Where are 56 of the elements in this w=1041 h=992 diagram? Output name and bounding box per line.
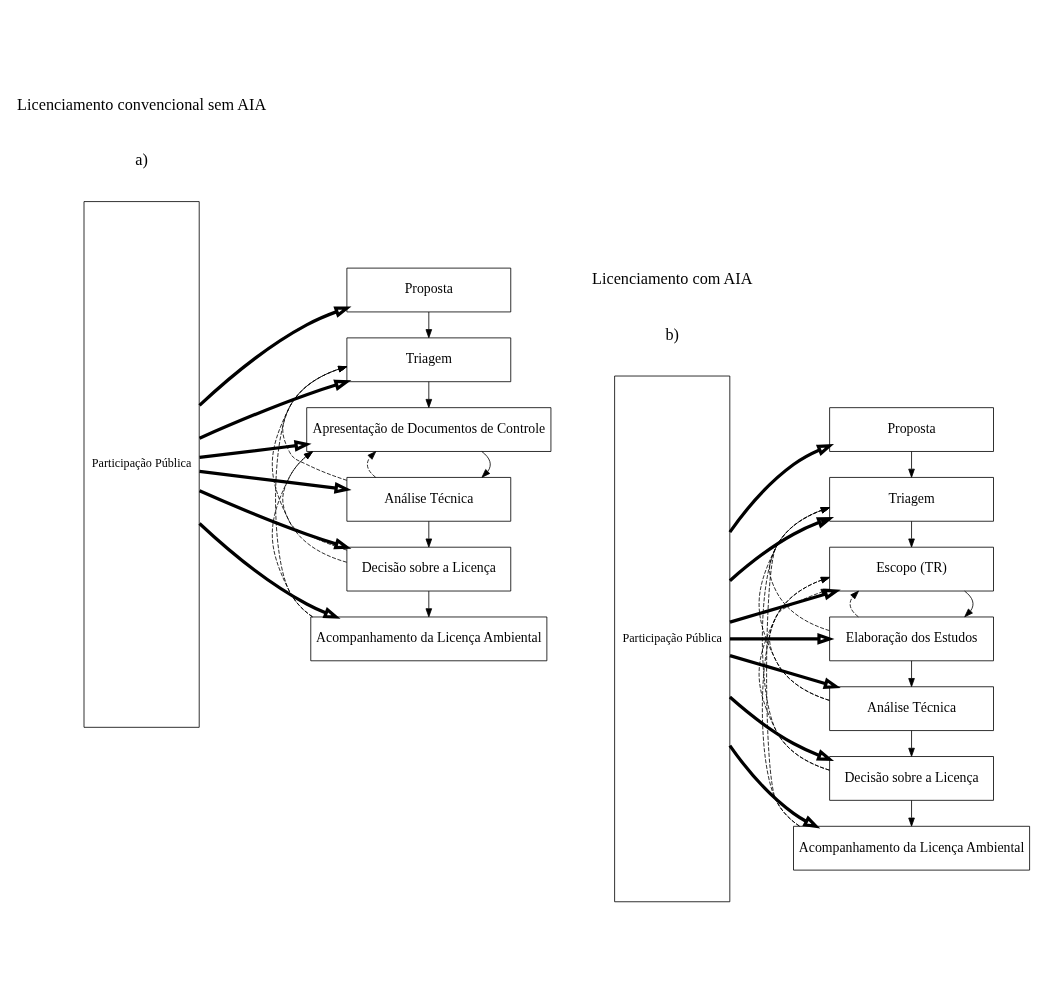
- node-box: Participação Pública: [614, 375, 731, 902]
- arrow: [425, 380, 433, 408]
- node-box: Apresentação de Documentos de Controle: [306, 406, 552, 452]
- arrow: [481, 450, 491, 478]
- arrow: [766, 506, 830, 827]
- node-box: Acompanhamento da Licença Ambiental: [793, 825, 1030, 870]
- arrow: [758, 506, 830, 701]
- arrow: [282, 450, 348, 551]
- node-box: Decisão sobre a Licença: [829, 755, 994, 801]
- arrow: [728, 695, 835, 761]
- node-box: Proposta: [829, 406, 994, 452]
- node-box: Escopo (TR): [829, 546, 994, 591]
- arrow: [198, 521, 341, 619]
- arrow: [758, 576, 830, 771]
- arrow: [729, 588, 841, 624]
- arrow: [198, 379, 352, 440]
- arrow: [275, 365, 348, 617]
- arrow: [729, 653, 841, 689]
- arrow: [366, 450, 377, 478]
- node-box: Análise Técnica: [346, 476, 512, 522]
- node-box: Análise Técnica: [829, 685, 994, 731]
- arrow: [198, 306, 352, 407]
- arrow: [425, 520, 433, 547]
- arrow: [908, 799, 915, 827]
- arrow: [908, 729, 915, 757]
- arrow: [849, 590, 859, 617]
- arrow: [728, 744, 821, 828]
- node-box: Triagem: [346, 337, 512, 382]
- arrow: [728, 516, 835, 582]
- arrow: [728, 443, 835, 533]
- node-box: Participação Pública: [83, 200, 200, 728]
- arrow: [908, 450, 915, 478]
- arrow: [271, 365, 348, 563]
- arrow: [282, 365, 348, 481]
- arrow: [199, 439, 312, 459]
- arrow: [964, 590, 974, 617]
- node-box: Triagem: [829, 476, 994, 522]
- arrow: [769, 588, 830, 701]
- node-box: Elaboração dos Estudos: [829, 616, 994, 661]
- arrow: [271, 450, 313, 617]
- label: Licenciamento convencional sem AIA: [17, 95, 267, 114]
- arrow: [729, 632, 835, 645]
- arrow: [908, 520, 915, 547]
- arrow: [199, 469, 352, 494]
- arrow: [908, 659, 915, 687]
- node-box: Decisão sobre a Licença: [346, 546, 512, 591]
- label: a): [135, 150, 148, 169]
- label: Licenciamento com AIA: [592, 269, 753, 288]
- arrow: [198, 488, 352, 549]
- arrow: [425, 590, 433, 617]
- arrow: [425, 311, 433, 338]
- arrow: [761, 576, 830, 827]
- arrow: [769, 518, 830, 631]
- node-box: Proposta: [346, 267, 512, 312]
- label: b): [665, 325, 679, 344]
- node-box: Acompanhamento da Licença Ambiental: [310, 616, 548, 661]
